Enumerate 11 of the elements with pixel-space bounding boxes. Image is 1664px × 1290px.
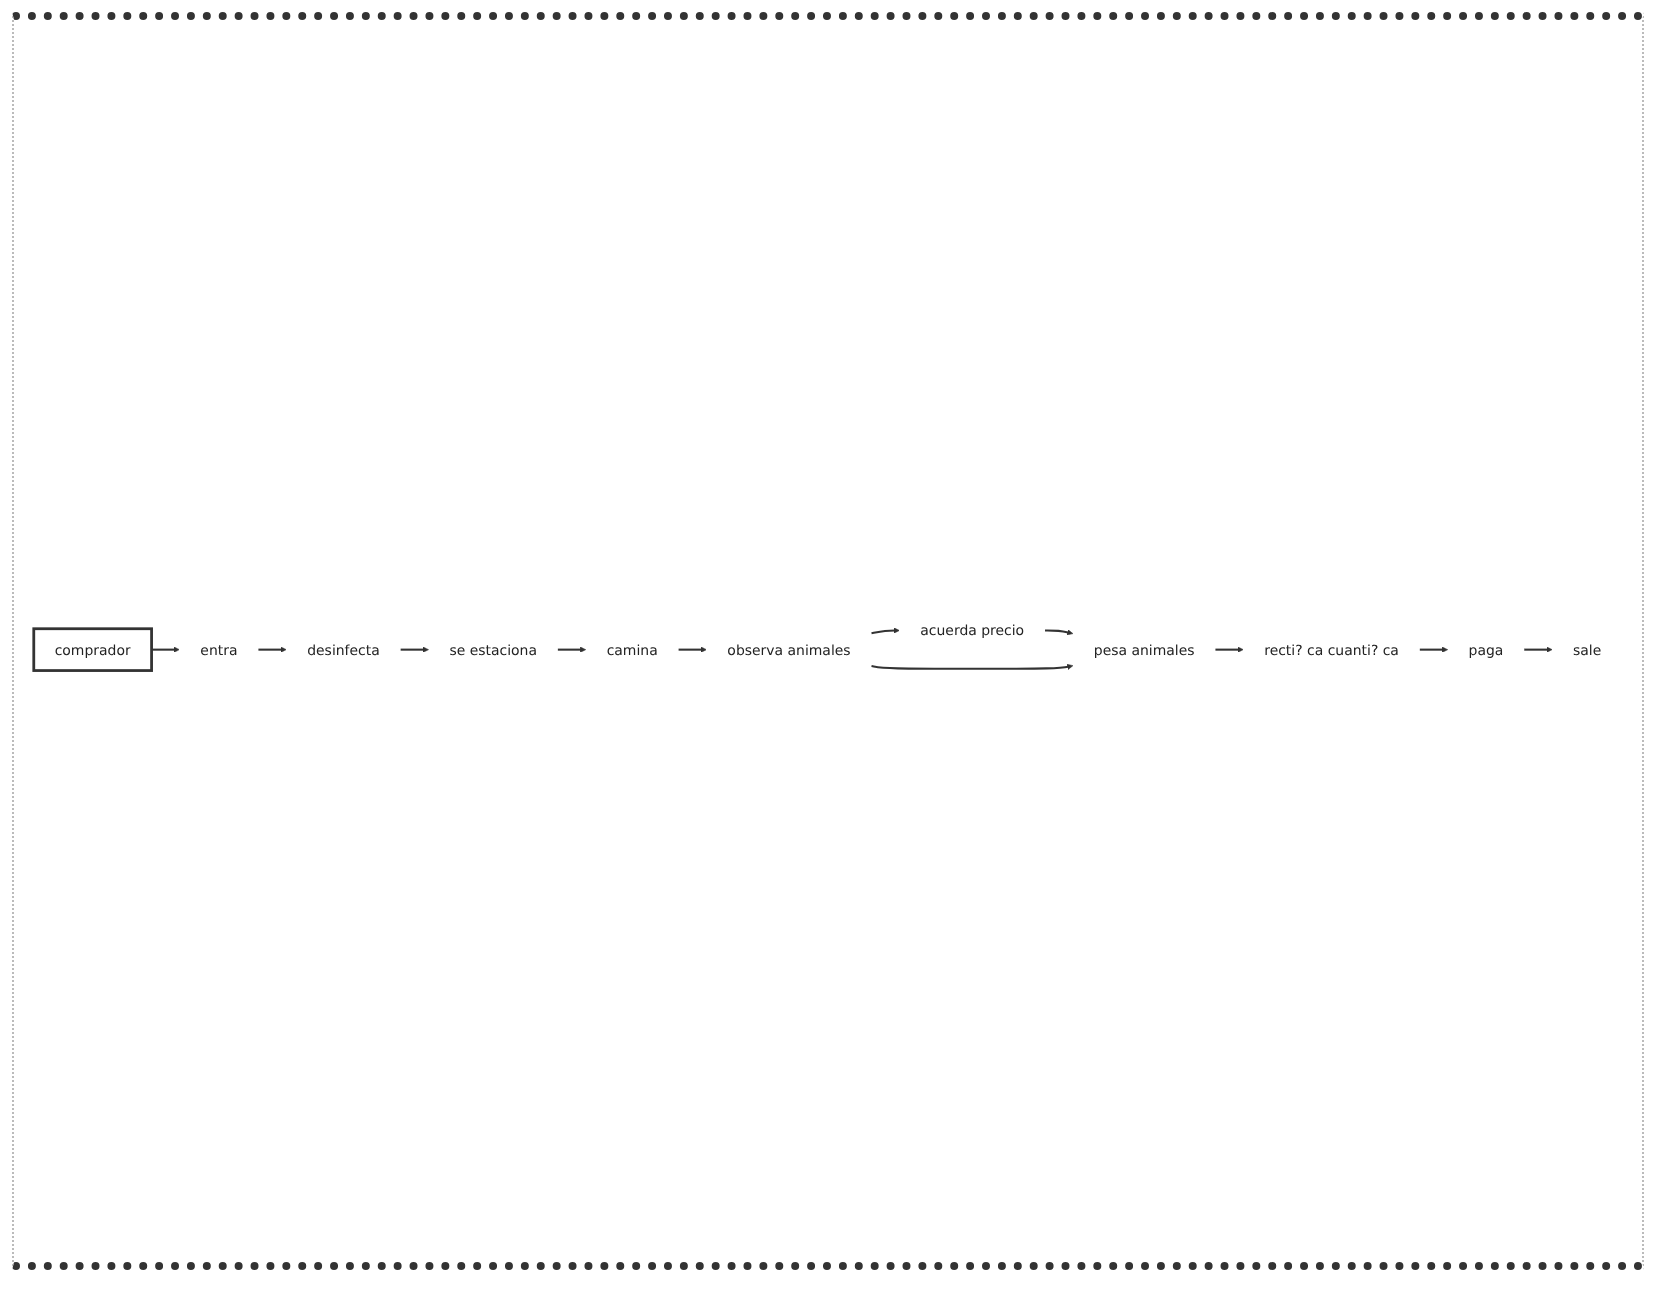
arrow (1045, 630, 1074, 637)
arrow (871, 628, 900, 636)
arrow (1419, 647, 1448, 654)
arrow (258, 647, 287, 654)
arrow (871, 664, 1074, 671)
arrow (1215, 647, 1244, 654)
arrow (557, 647, 586, 654)
arrow (400, 647, 429, 654)
arrow (151, 647, 180, 654)
arrow (678, 647, 707, 654)
arrow (1524, 647, 1553, 654)
